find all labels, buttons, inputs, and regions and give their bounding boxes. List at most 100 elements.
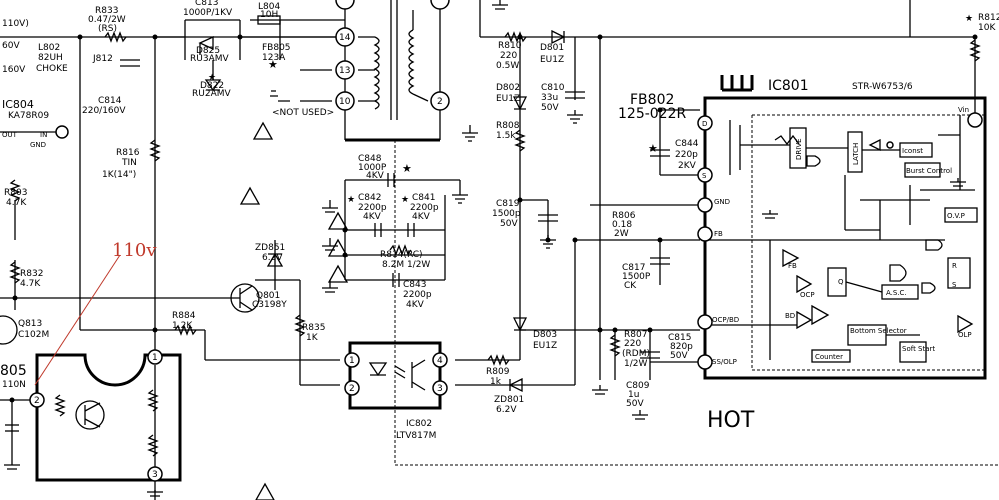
annotation-pointer-line [34,254,121,386]
label-blk-bd: BD [785,312,795,320]
ic805-outline [35,353,182,482]
label-v110-top: 110V) [2,19,29,29]
ic805-r1 [54,394,66,417]
r833-symbol [104,31,127,43]
warning-triangles [239,121,349,500]
label-blk-burst: Burst Control [906,167,952,175]
label-zd851-val: 6.2V [262,253,283,263]
label-c842: C842 [358,193,381,203]
label-blk-s: S [952,281,957,289]
label-pin-d: D [702,120,707,128]
label-c843-v: 4KV [406,300,425,310]
label-r835: R835 [302,323,325,333]
label-ic802-pin-4: 4 [437,356,443,366]
d801-symbol [551,29,566,45]
label-d802-val: EU1Z [496,94,520,104]
label-j812: J812 [92,54,113,64]
resistors [9,15,981,457]
label-r809-val: 1k [490,377,502,387]
label-c815: C815 [668,333,691,343]
ic802-optocoupler [348,341,442,410]
fb805-symbol [257,15,281,25]
label-l804-val: 10H [260,10,278,20]
label-pin-s: S [702,172,707,180]
warning-icon [327,264,349,283]
label-not-used: <NOT USED> [272,108,334,118]
label-d801-val: EU1Z [540,55,564,65]
label-r806: R806 [612,211,636,221]
label-l802-val: 82UH [38,53,63,63]
label-r806-val: 0.18 [612,220,632,230]
label-r832: R832 [20,269,43,279]
label-c814: C814 [98,96,122,106]
label-c848-val: 1000P [358,163,387,173]
label-r816-tin: TIN [121,158,137,168]
d825-symbol [198,35,214,55]
label-blk-drive: DRIVE [795,138,803,160]
label-c842-val: 2200p [358,203,387,213]
label-c817: C817 [622,263,645,273]
label-r809: R809 [486,367,510,377]
label-c810: C810 [541,83,565,93]
ic801-outline [703,96,987,380]
label-v60: 60V [2,41,20,51]
label-r833-rs: (RS) [98,24,117,34]
label-r808: R808 [496,121,520,131]
label-d822-val: RU2AMV [192,89,231,99]
label-in: IN [40,131,47,139]
label-blk-latch: LATCH [852,143,860,165]
label-d825-val: RU3AMV [190,54,229,64]
star-icon: ★ [268,58,278,71]
label-blk-counter: Counter [815,353,843,361]
r835-symbol [294,314,306,337]
label-c848: C848 [358,154,382,164]
label-pin-13: 13 [339,66,350,76]
label-r884: R884 [172,311,196,321]
label-c810-val: 33u [541,93,558,103]
label-r814-val: 8.2M 1/2W [382,260,430,270]
d802-symbol [512,96,528,111]
label-c809-v: 50V [626,399,644,409]
label-c809-val: 1u [628,390,639,400]
r814-symbol [389,244,412,256]
r884-symbol [174,324,197,336]
label-out: OUT [2,131,18,139]
d803-symbol [512,317,528,332]
label-r810-val: 220 [500,51,517,61]
warning-icon [239,186,261,205]
ic801-internal [705,115,978,363]
label-pin-2: 2 [437,97,443,107]
label-ic801-part: STR-W6753/6 [852,82,913,92]
label-ic805-fragment: 805 [0,363,27,379]
label-blk-fb: FB [788,262,797,270]
label-pin-10: 10 [339,97,351,107]
label-fb802: FB802 [630,92,674,108]
r832-symbol [9,261,21,284]
ic805-r3 [147,434,159,457]
label-ic805-pin-1: 1 [152,353,158,363]
ic805-r2 [147,389,159,412]
star-icon: ★ [401,195,409,205]
label-blk-iconst: Iconst [902,147,923,155]
label-ic805-pin-2: 2 [34,396,40,406]
r810-symbol [504,31,527,43]
label-c841-val: 2200p [410,203,439,213]
label-d802: D802 [496,83,520,93]
label-blk-asc: A.S.C. [886,289,907,297]
label-r814: R814(RC) [380,250,423,260]
warning-icon [327,238,349,257]
label-zd851: ZD851 [255,243,285,253]
label-l802: L802 [38,43,60,53]
ic805-transistor [75,400,105,430]
label-v160: 160V [2,65,26,75]
label-c844-v: 2KV [678,161,697,171]
label-zd801-val: 6.2V [496,405,517,415]
label-r803-val: 4.7K [6,198,27,208]
label-r835-val: 1K [306,333,319,343]
warning-icon [252,121,274,140]
junction-dots [9,34,978,403]
zd851-symbol [266,252,284,267]
star-icon: ★ [648,142,658,155]
label-r807-val: 220 [624,339,641,349]
